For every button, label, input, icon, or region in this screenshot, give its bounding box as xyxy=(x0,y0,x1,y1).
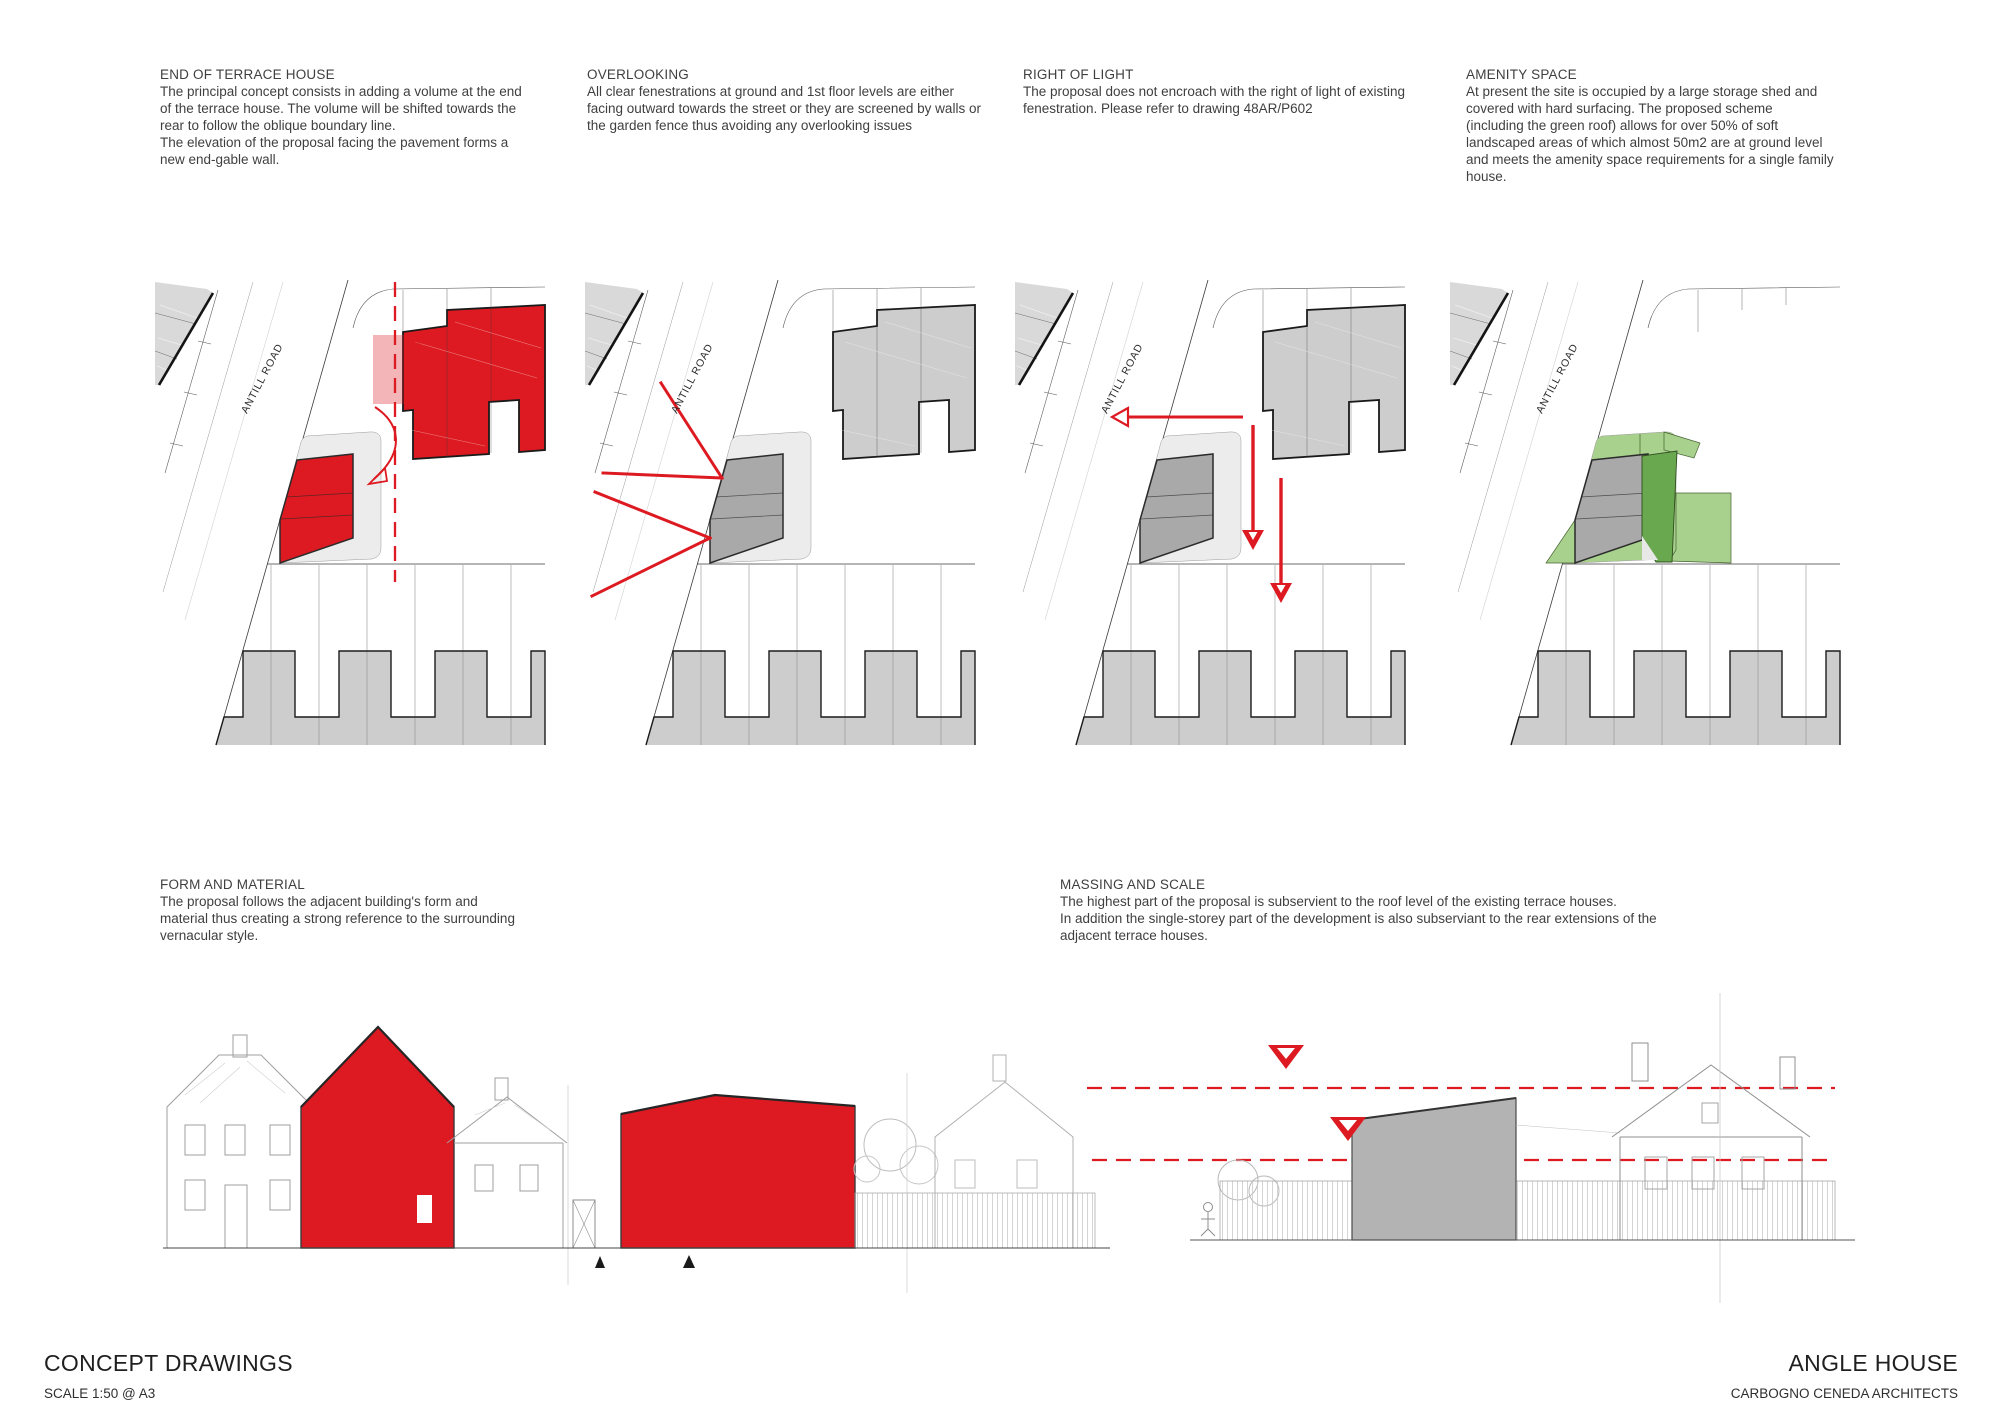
existing-terrace-houses xyxy=(166,1034,314,1249)
site-plan-right-of-light: ANTILL ROAD xyxy=(1013,278,1407,747)
panel-body: At present the site is occupied by a lar… xyxy=(1466,84,1834,184)
level-marker-1 xyxy=(1268,1045,1304,1069)
panel-text-right-of-light: RIGHT OF LIGHT The proposal does not enc… xyxy=(1023,66,1408,117)
panel-text-amenity-space: AMENITY SPACE At present the site is occ… xyxy=(1466,66,1834,185)
section-title: FORM AND MATERIAL xyxy=(160,877,305,892)
panel-text-overlooking: OVERLOOKING All clear fenestrations at g… xyxy=(587,66,987,134)
sight-lines xyxy=(589,380,725,599)
adjacent-house xyxy=(446,1077,568,1248)
panel-title: END OF TERRACE HOUSE xyxy=(160,67,335,82)
light-arrow-down-2 xyxy=(1270,478,1292,603)
panel-title: AMENITY SPACE xyxy=(1466,67,1577,82)
existing-rear-house xyxy=(1515,993,1811,1303)
datum-triangle-2 xyxy=(683,1255,695,1268)
garden-fence xyxy=(1219,1180,1836,1241)
panel-body: All clear fenestrations at ground and 1s… xyxy=(587,84,981,133)
person-figure xyxy=(1200,1202,1216,1237)
light-arrow-west xyxy=(1109,406,1243,428)
gate xyxy=(572,1199,596,1249)
panel-body: The principal concept consists in adding… xyxy=(160,84,522,167)
level-marker-2 xyxy=(1330,1117,1366,1141)
proposal-massing-volume xyxy=(1351,1097,1517,1241)
street-elevation xyxy=(163,1025,1110,1293)
section-body: The proposal follows the adjacent buildi… xyxy=(160,894,515,943)
light-arrow-down-1 xyxy=(1242,425,1264,550)
shift-arrow xyxy=(366,406,397,486)
project-name: ANGLE HOUSE xyxy=(1788,1350,1958,1376)
site-plan-amenity-space: ANTILL ROAD xyxy=(1448,278,1842,747)
panel-title: RIGHT OF LIGHT xyxy=(1023,67,1134,82)
section-text-massing-scale: MASSING AND SCALE The highest part of th… xyxy=(1060,876,1670,944)
green-roof xyxy=(1641,450,1678,563)
garden-context xyxy=(853,1054,1096,1293)
architect-name: CARBOGNO CENEDA ARCHITECTS xyxy=(1730,1386,1958,1401)
shifted-volume-ghost xyxy=(373,335,421,404)
proposal-single-storey-elevation xyxy=(620,1093,856,1249)
sheet-title: CONCEPT DRAWINGS xyxy=(44,1350,293,1376)
sheet-scale: SCALE 1:50 @ A3 xyxy=(44,1386,156,1401)
section-body: The highest part of the proposal is subs… xyxy=(1060,894,1657,943)
rear-elevation xyxy=(1087,993,1855,1303)
panel-text-end-of-terrace: END OF TERRACE HOUSE The principal conce… xyxy=(160,66,522,168)
section-text-form-material: FORM AND MATERIAL The proposal follows t… xyxy=(160,876,520,944)
datum-triangle-1 xyxy=(595,1256,605,1268)
section-title: MASSING AND SCALE xyxy=(1060,877,1206,892)
site-plan-overlooking: ANTILL ROAD xyxy=(583,278,977,747)
site-plan-end-of-terrace: ANTILL ROAD xyxy=(153,278,547,747)
panel-body: The proposal does not encroach with the … xyxy=(1023,84,1405,116)
soft-landscape-areas xyxy=(1545,431,1732,564)
proposal-gable-elevation xyxy=(300,1025,455,1249)
panel-title: OVERLOOKING xyxy=(587,67,689,82)
